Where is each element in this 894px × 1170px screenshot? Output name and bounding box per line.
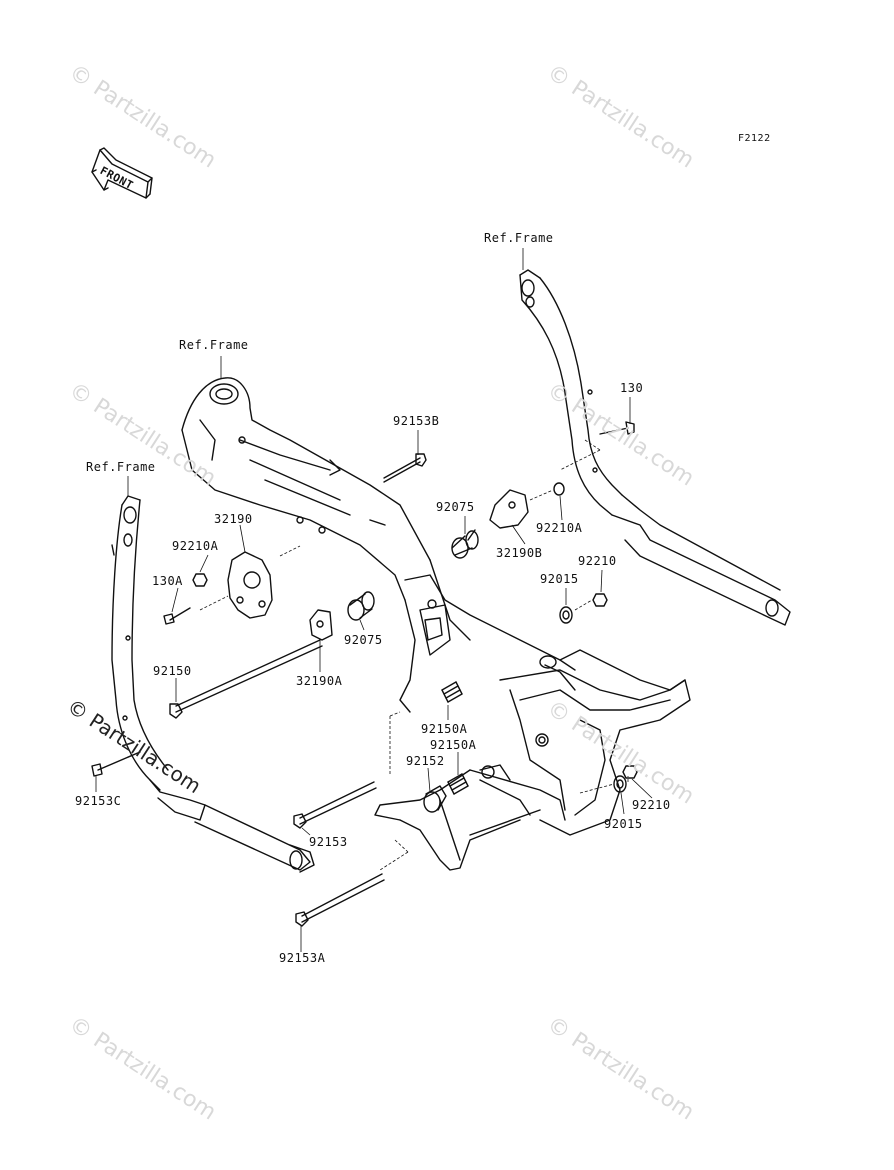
bolt-92153C xyxy=(91,751,141,777)
part-label-130A: 130A xyxy=(152,574,183,588)
nut-92210-bottom xyxy=(622,765,638,779)
right-frame-downtube xyxy=(519,269,791,626)
bushing-92075-mid xyxy=(347,591,375,621)
bolt-130 xyxy=(599,421,635,435)
bolt-92153A xyxy=(295,873,385,927)
collar-92152 xyxy=(423,785,447,813)
nut-92210A-left xyxy=(192,573,208,587)
ref-frame-label: Ref.Frame xyxy=(179,338,249,352)
part-label-92150A: 92150A xyxy=(430,738,477,752)
part-label-92075: 92075 xyxy=(344,633,383,647)
part-label-92015: 92015 xyxy=(604,817,643,831)
bolt-92150 xyxy=(169,639,323,719)
part-label-92153A: 92153A xyxy=(279,951,326,965)
bracket-32190A xyxy=(309,609,333,641)
left-frame-downtube xyxy=(111,495,315,873)
bolt-130A xyxy=(163,607,191,625)
bolt-92153B xyxy=(383,453,427,483)
spring-92150A-2 xyxy=(447,773,469,795)
part-label-92153C: 92153C xyxy=(75,794,122,808)
part-label-32190A: 32190A xyxy=(296,674,343,688)
part-label-92152: 92152 xyxy=(406,754,445,768)
part-label-32190B: 32190B xyxy=(496,546,543,560)
part-label-92210: 92210 xyxy=(632,798,671,812)
lower-cradle xyxy=(374,669,691,871)
nut-92210-top xyxy=(592,593,608,607)
part-label-92153B: 92153B xyxy=(393,414,440,428)
part-label-92015: 92015 xyxy=(540,572,579,586)
main-frame-backbone xyxy=(181,377,686,713)
washer-92015-top xyxy=(559,606,573,624)
nut-92210A-right xyxy=(553,482,565,496)
part-label-92210A: 92210A xyxy=(536,521,583,535)
part-label-92150: 92150 xyxy=(153,664,192,678)
bracket-32190B xyxy=(489,489,529,529)
part-label-92075: 92075 xyxy=(436,500,475,514)
spring-92150A-1 xyxy=(441,681,463,703)
part-label-130: 130 xyxy=(620,381,644,395)
part-label-92153: 92153 xyxy=(309,835,348,849)
part-label-32190: 32190 xyxy=(214,512,253,526)
part-label-92210: 92210 xyxy=(578,554,617,568)
ref-frame-label: Ref.Frame xyxy=(86,460,156,474)
part-label-92210A: 92210A xyxy=(172,539,219,553)
bolt-92153 xyxy=(293,781,377,829)
bushing-92075-top xyxy=(451,529,479,559)
ref-frame-label: Ref.Frame xyxy=(484,231,554,245)
bracket-32190 xyxy=(227,551,273,619)
figure-code: F2122 xyxy=(738,133,771,144)
part-label-92150A: 92150A xyxy=(421,722,468,736)
front-arrow-icon xyxy=(91,147,153,199)
